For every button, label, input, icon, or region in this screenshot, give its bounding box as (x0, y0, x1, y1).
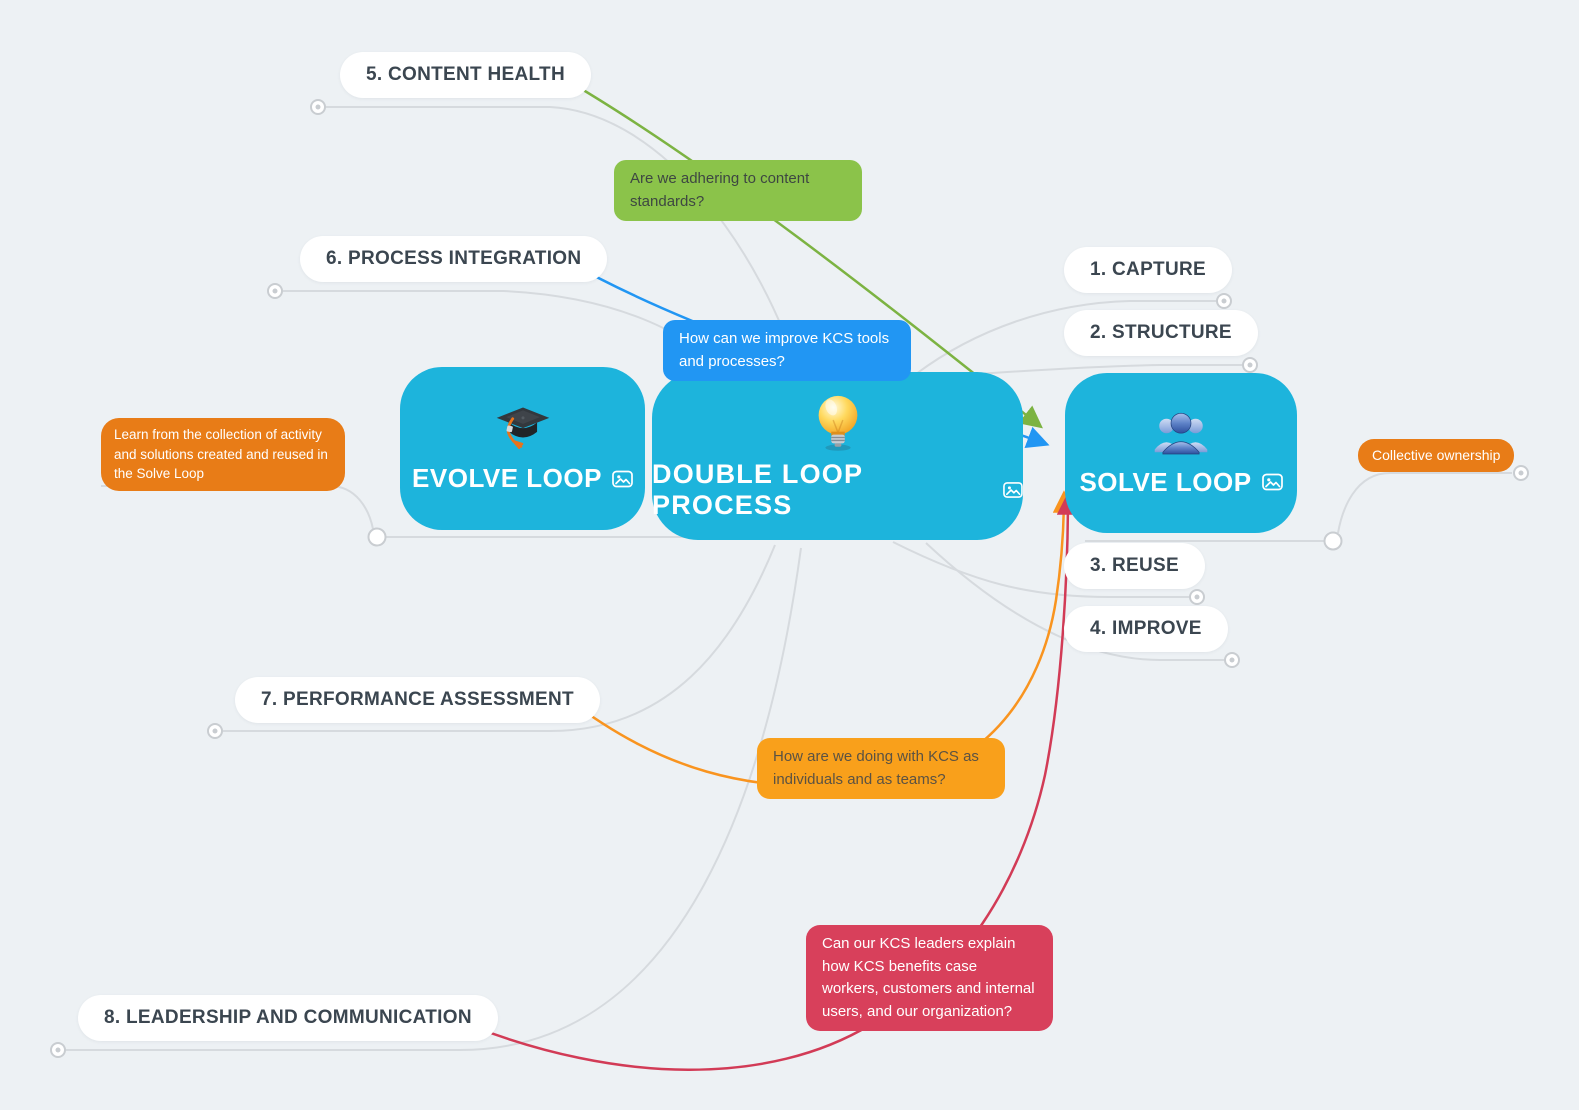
topic-label: 1. CAPTURE (1090, 259, 1206, 280)
topic-structure[interactable]: 2. STRUCTURE (1064, 310, 1258, 356)
topic-reuse[interactable]: 3. REUSE (1064, 543, 1205, 589)
note-content-standards[interactable]: Are we adhering to content standards? (614, 160, 862, 221)
node-label: SOLVE LOOP (1079, 466, 1252, 497)
note-text: Learn from the collection of activity an… (114, 427, 328, 482)
graduation-cap-icon (496, 407, 549, 450)
connection-anchors[interactable] (50, 99, 1529, 1058)
topic-label: 2. STRUCTURE (1090, 322, 1232, 343)
topic-label: 3. REUSE (1090, 555, 1179, 576)
topic-performance-assessment[interactable]: 7. PERFORMANCE ASSESSMENT (235, 677, 600, 723)
topic-label: 5. CONTENT HEALTH (366, 64, 565, 85)
topic-label: 7. PERFORMANCE ASSESSMENT (261, 689, 574, 710)
topic-process-integration[interactable]: 6. PROCESS INTEGRATION (300, 236, 608, 282)
note-text: Can our KCS leaders explain how KCS bene… (822, 935, 1035, 1020)
note-collective-ownership[interactable]: Collective ownership (1358, 439, 1515, 472)
topic-capture[interactable]: 1. CAPTURE (1064, 247, 1232, 293)
note-learn-from-solve-loop[interactable]: Learn from the collection of activity an… (101, 418, 345, 491)
image-icon[interactable] (1003, 481, 1023, 499)
node-solve-loop[interactable]: SOLVE LOOP (1065, 373, 1297, 533)
node-label: EVOLVE LOOP (412, 463, 602, 493)
topic-label: 6. PROCESS INTEGRATION (326, 248, 582, 269)
topic-label: 4. IMPROVE (1090, 618, 1202, 639)
topic-content-health[interactable]: 5. CONTENT HEALTH (340, 52, 591, 98)
lightbulb-icon (818, 395, 857, 451)
topic-leadership-communication[interactable]: 8. LEADERSHIP AND COMMUNICATION (78, 995, 498, 1041)
note-kcs-tools[interactable]: How can we improve KCS tools and process… (663, 320, 911, 381)
image-icon[interactable] (612, 470, 633, 488)
node-label: DOUBLE LOOP PROCESS (652, 459, 863, 520)
busts-in-silhouette-icon (1154, 412, 1208, 454)
note-kcs-performance[interactable]: How are we doing with KCS as individuals… (757, 738, 1005, 799)
topic-label: 8. LEADERSHIP AND COMMUNICATION (104, 1007, 472, 1028)
node-double-loop-process[interactable]: DOUBLE LOOP PROCESS (652, 372, 1023, 540)
note-text: Collective ownership (1372, 447, 1501, 463)
node-evolve-loop[interactable]: EVOLVE LOOP (400, 367, 645, 530)
image-icon[interactable] (1261, 473, 1283, 491)
topic-improve[interactable]: 4. IMPROVE (1064, 606, 1228, 652)
note-text: How are we doing with KCS as individuals… (773, 748, 979, 788)
note-text: Are we adhering to content standards? (630, 170, 810, 210)
note-text: How can we improve KCS tools and process… (679, 330, 890, 370)
gray-connectors (65, 106, 1512, 1051)
note-kcs-leaders[interactable]: Can our KCS leaders explain how KCS bene… (806, 925, 1053, 1031)
